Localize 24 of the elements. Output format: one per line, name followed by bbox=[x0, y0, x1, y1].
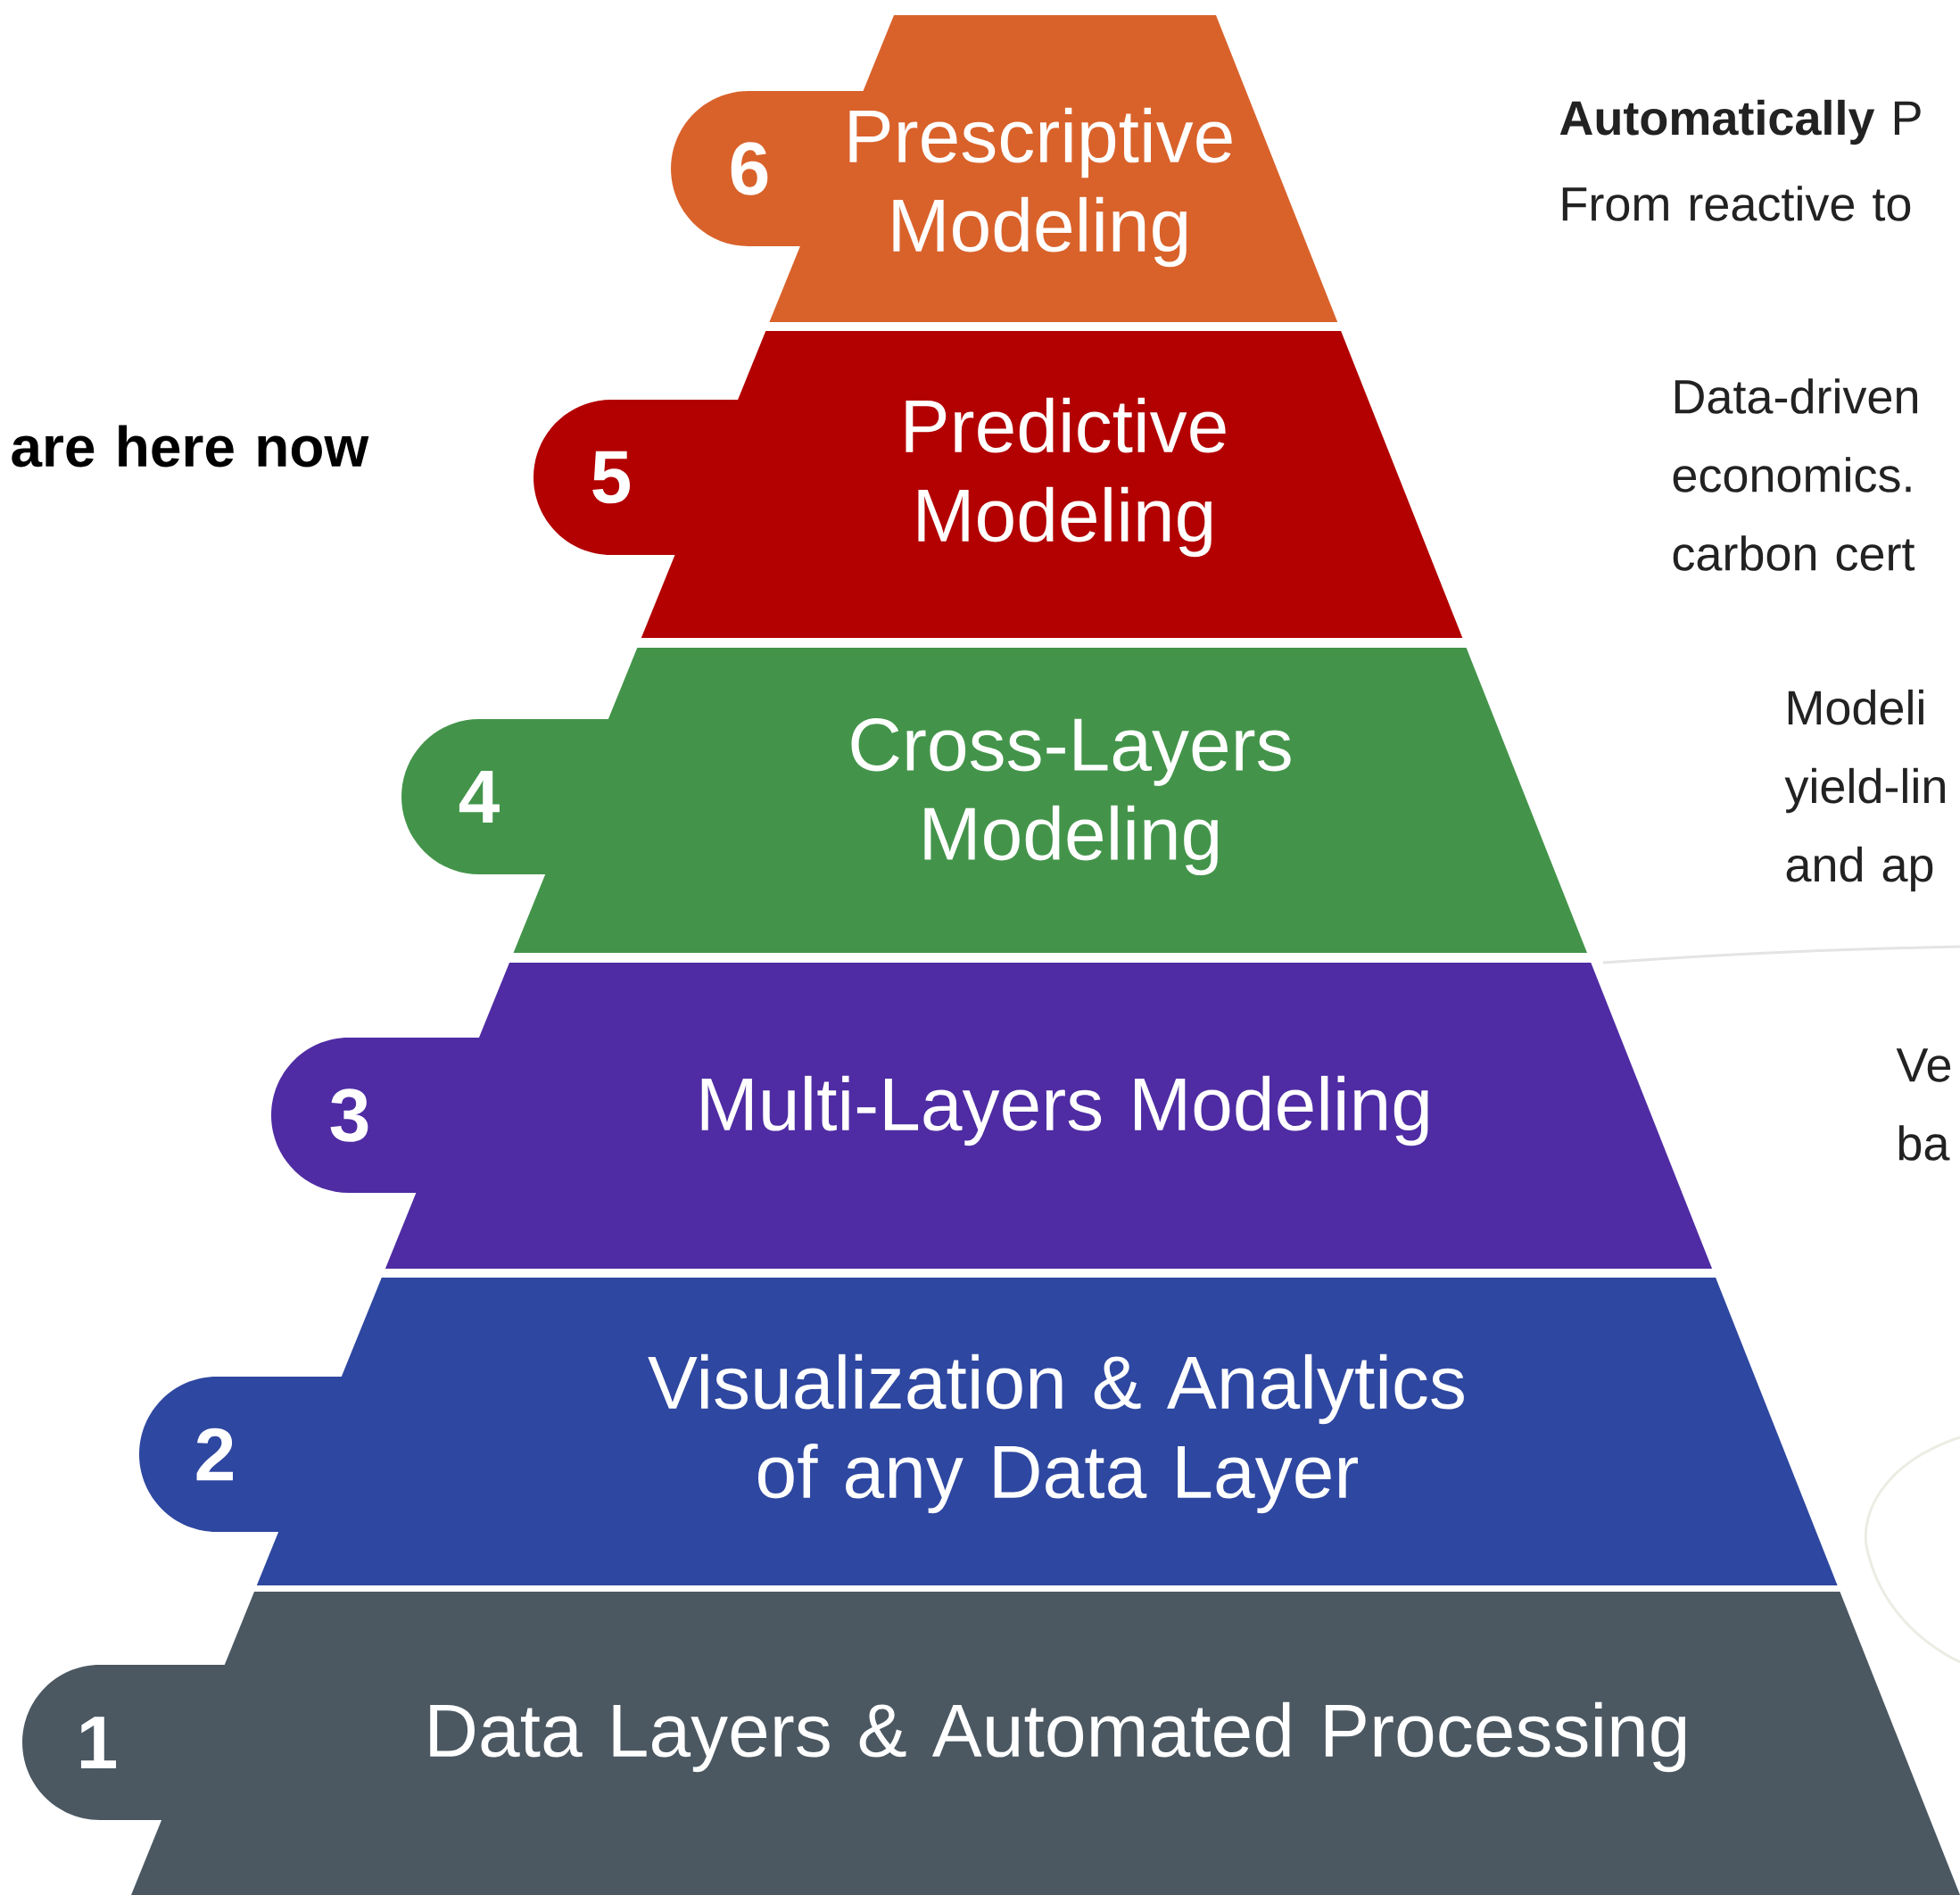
level-number: 2 bbox=[196, 1427, 233, 1481]
pyramid-level bbox=[22, 1592, 1960, 1895]
pyramid-level bbox=[401, 648, 1587, 953]
level-number: 3 bbox=[330, 1088, 368, 1142]
pyramid-level bbox=[671, 15, 1338, 322]
level-title: Visualization & Analytics of any Data Layer bbox=[648, 1353, 1464, 1514]
level-number: 4 bbox=[459, 771, 500, 823]
level-number: 6 bbox=[731, 142, 768, 195]
note-text: Modeli yield-lin and ap bbox=[1784, 689, 1945, 892]
note-text: Data-driven economics. carbon cert bbox=[1673, 378, 1917, 571]
pyramid-level bbox=[533, 331, 1463, 638]
note-text: Ve ba bbox=[1896, 1048, 1951, 1161]
pyramid-level bbox=[271, 963, 1713, 1269]
level-title: Prescriptive Modeling bbox=[849, 107, 1232, 268]
note-text: are here now bbox=[12, 425, 369, 468]
level-number: 1 bbox=[80, 1717, 117, 1768]
level-number: 5 bbox=[592, 451, 631, 504]
note-text: Automatically P bbox=[1559, 99, 1921, 145]
level-title: Predictive Modeling bbox=[906, 397, 1226, 558]
note-text: From reactive to bbox=[1562, 186, 1911, 221]
level-title: Cross-Layers Modeling bbox=[851, 717, 1291, 876]
pyramid-level bbox=[139, 1278, 1838, 1585]
level-title: Multi-Layers Modeling bbox=[701, 1075, 1428, 1146]
level-title: Data Layers & Automated Processing bbox=[430, 1701, 1686, 1773]
